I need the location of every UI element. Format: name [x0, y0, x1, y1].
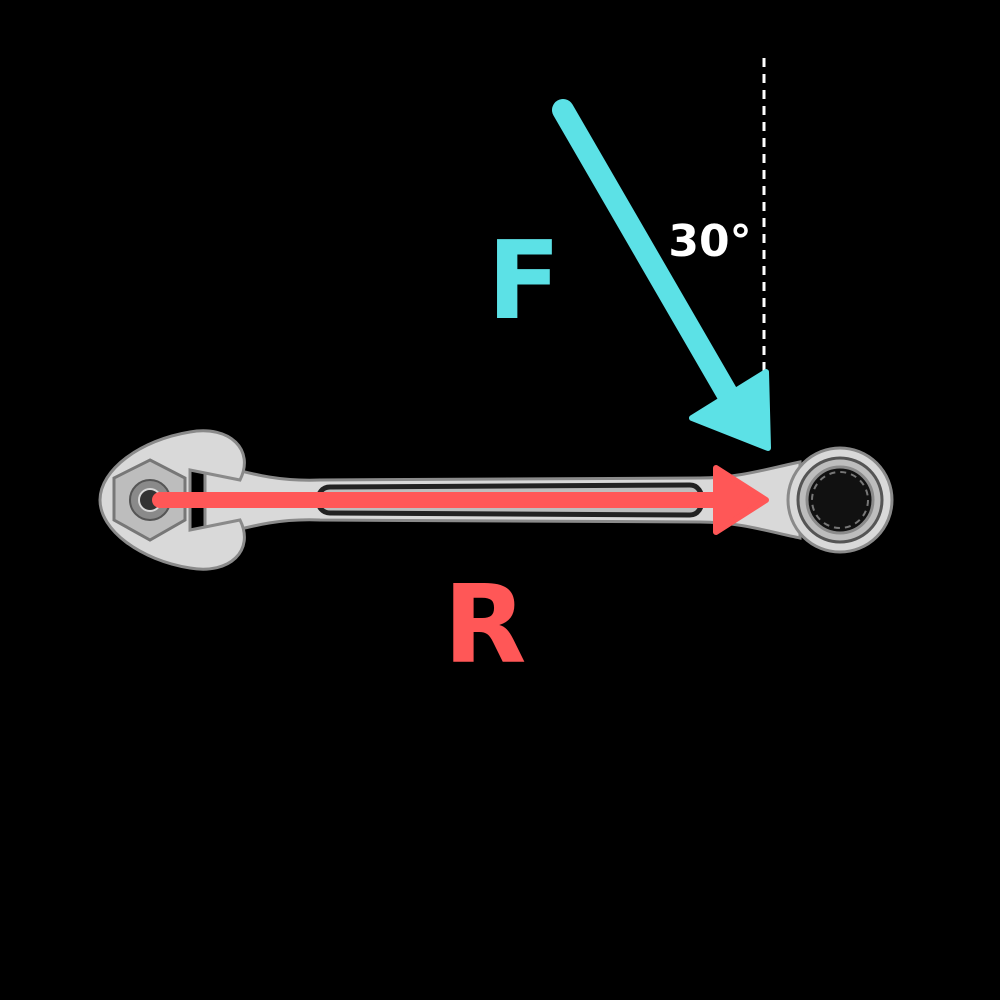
angle-label: 30°: [668, 216, 751, 267]
force-label: F: [487, 219, 561, 344]
radius-vector-arrow: [152, 465, 769, 535]
radius-label: R: [443, 563, 526, 688]
force-vector-arrow: [552, 99, 771, 451]
